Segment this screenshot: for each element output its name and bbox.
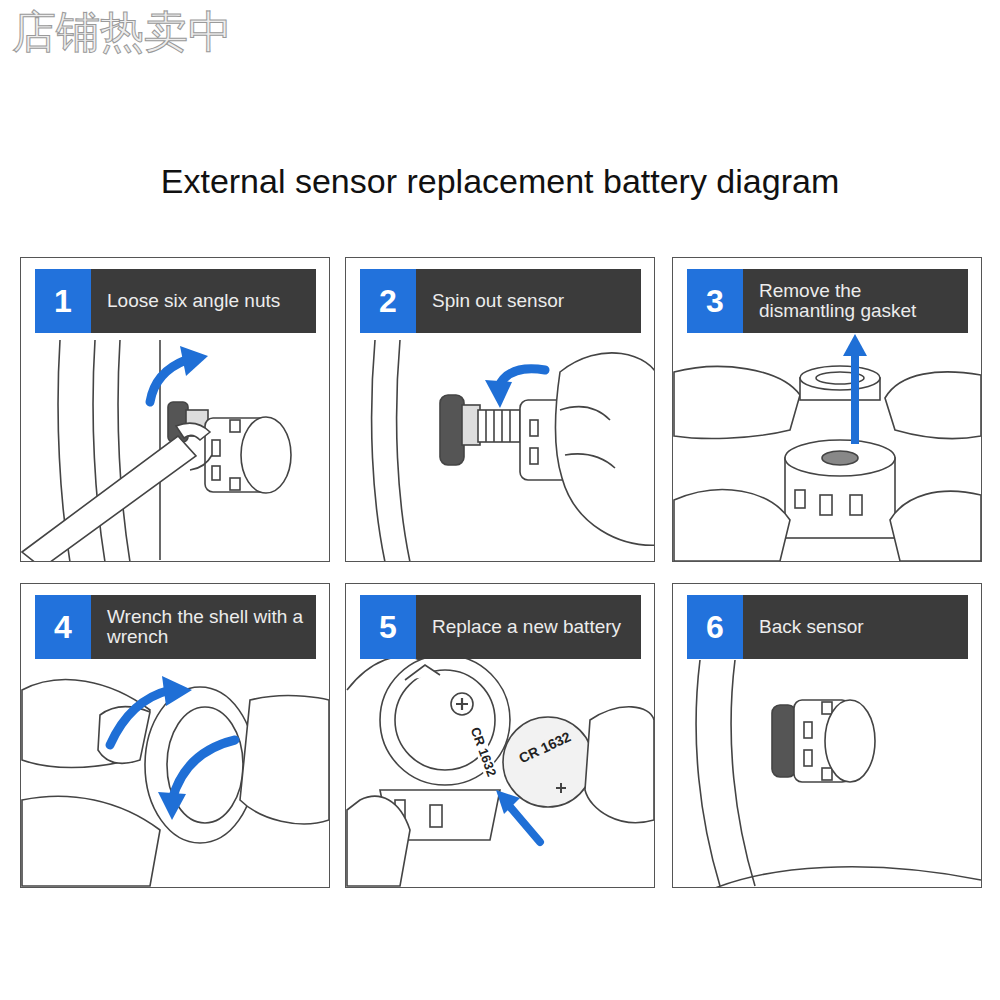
step-number-badge: 1 <box>35 269 91 333</box>
step-caption: Wrench the shell with a wrench <box>107 607 308 647</box>
step-panel: Wrench the shell with a wrench 4 <box>20 583 330 888</box>
step-caption: Replace a new battery <box>432 617 633 637</box>
step-number: 1 <box>54 285 72 317</box>
step-number-badge: 6 <box>687 595 743 659</box>
caption-box: Replace a new battery <box>416 595 641 659</box>
step-number: 4 <box>54 611 72 643</box>
caption-box: Wrench the shell with a wrench <box>91 595 316 659</box>
step-number-badge: 4 <box>35 595 91 659</box>
step-caption: Loose six angle nuts <box>107 291 308 311</box>
step-panel: Replace a new battery 5 <box>345 583 655 888</box>
step-number-badge: 3 <box>687 269 743 333</box>
step-number-badge: 2 <box>360 269 416 333</box>
step-number: 5 <box>379 611 397 643</box>
step-number: 3 <box>706 285 724 317</box>
step-panel: Back sensor 6 <box>672 583 982 888</box>
caption-box: Back sensor <box>743 595 968 659</box>
panel-5-art <box>347 655 654 886</box>
step-number-badge: 5 <box>360 595 416 659</box>
step-panel: Remove the dismantling gasket 3 <box>672 257 982 562</box>
panel-6-art <box>690 660 981 887</box>
step-caption: Back sensor <box>759 617 960 637</box>
step-panel: Spin out sensor 2 <box>345 257 655 562</box>
title: External sensor replacement battery diag… <box>0 162 1000 201</box>
panel-3-art <box>674 334 981 561</box>
panel-4-art <box>22 676 329 886</box>
step-panel: Loose six angle nuts 1 <box>20 257 330 562</box>
caption-box: Remove the dismantling gasket <box>743 269 968 333</box>
step-caption: Remove the dismantling gasket <box>759 281 960 321</box>
step-caption: Spin out sensor <box>432 291 633 311</box>
panel-2-art <box>372 340 654 561</box>
step-number: 6 <box>706 611 724 643</box>
panel-1-art <box>22 340 291 561</box>
watermark: 店铺热卖中 <box>10 8 234 56</box>
caption-box: Spin out sensor <box>416 269 641 333</box>
step-number: 2 <box>379 285 397 317</box>
caption-box: Loose six angle nuts <box>91 269 316 333</box>
